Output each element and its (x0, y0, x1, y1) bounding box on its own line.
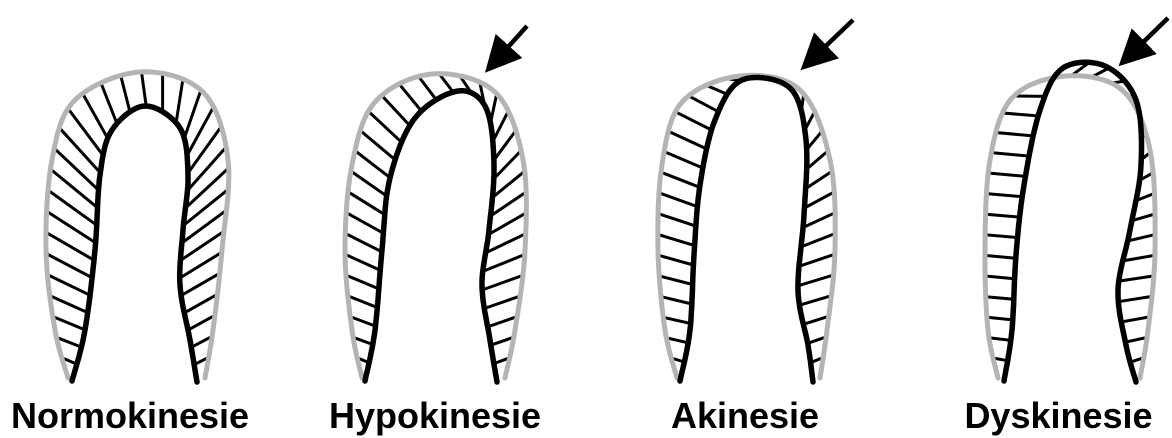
hatch-line (658, 214, 696, 227)
hatch-line (989, 338, 1011, 341)
systolic-outline (1004, 62, 1142, 382)
hatch-line (48, 190, 97, 225)
hatch-line (658, 234, 695, 245)
hatch-line (799, 254, 835, 266)
hatch-line (484, 296, 520, 309)
hatch-line (351, 171, 387, 196)
hatch-line (675, 112, 711, 130)
hatch-line (986, 214, 1020, 217)
hatch-line (803, 213, 835, 228)
hatch-line (50, 296, 88, 313)
hatch-line (489, 213, 527, 235)
hatch-line (985, 276, 1015, 279)
hatch-line (68, 109, 103, 156)
systolic-outline (365, 91, 497, 382)
hatch-line (801, 234, 835, 247)
hatch-line (51, 169, 98, 208)
hatch-line (348, 192, 385, 215)
hatch-line (346, 275, 379, 289)
hatch-line (360, 131, 395, 160)
hatch-line (806, 171, 832, 188)
hatch-line (183, 189, 228, 225)
panel-normokinesie (46, 72, 229, 382)
arrow-icon (807, 20, 853, 64)
hatch-line (991, 153, 1029, 157)
hatch-line (1123, 255, 1155, 261)
hatch-line (807, 151, 828, 169)
hatch-line (355, 151, 390, 178)
hatch-line (985, 255, 1016, 258)
arrow-icon (1125, 18, 1168, 60)
hatch-line (59, 128, 100, 173)
hatch-line (185, 168, 228, 208)
hatch-line (987, 317, 1013, 320)
hatch-line (1125, 337, 1147, 342)
hatch-line (1121, 317, 1149, 322)
hatch-line (985, 235, 1017, 238)
hatch-line (345, 254, 380, 270)
hatch-line (1002, 113, 1038, 116)
hatch-line (483, 255, 525, 272)
wall-hatching (658, 76, 835, 363)
hatch-line (399, 84, 421, 111)
hatch-line (668, 131, 706, 149)
hatch-line (987, 194, 1023, 197)
hatch-line (181, 273, 220, 295)
hatch-line (659, 276, 692, 285)
hatch-line (176, 79, 183, 123)
wall-hatching (46, 72, 229, 365)
hatch-line (706, 85, 727, 94)
hatch-line (101, 83, 117, 124)
label-dyskinesie: Dyskinesie (945, 394, 1172, 438)
hatch-line (689, 96, 719, 112)
hatch-line (188, 127, 221, 174)
hatch-line (803, 316, 828, 324)
hatch-line (346, 213, 383, 234)
hatch-line (350, 317, 375, 327)
hatch-line (482, 275, 523, 290)
hatch-line (184, 90, 201, 138)
label-normokinesie: Normokinesie (0, 394, 260, 438)
hatch-line (368, 111, 401, 142)
hatch-line (419, 76, 437, 99)
hatch-line (1119, 276, 1154, 281)
hatch-line (661, 172, 700, 187)
hatch-line (382, 95, 410, 125)
hatch-line (182, 210, 227, 243)
hatch-line (486, 234, 526, 253)
hatch-line (121, 76, 130, 112)
systolic-outline (72, 106, 197, 382)
hatch-line (345, 233, 382, 251)
hatch-line (804, 192, 834, 208)
hatch-line (800, 296, 832, 306)
hatch-line (1128, 235, 1155, 241)
hatch-line (488, 317, 517, 327)
hatch-line (187, 147, 226, 191)
label-akinesie: Akinesie (625, 394, 865, 438)
hatch-line (142, 72, 147, 106)
label-hypokinesie: Hypokinesie (300, 394, 570, 438)
hatch-line (661, 297, 692, 304)
hatch-line (663, 317, 690, 323)
wall-hatching (345, 74, 526, 364)
hatch-line (664, 152, 703, 168)
arrow-icon (491, 26, 527, 66)
hatch-line (988, 173, 1025, 176)
hatch-line (798, 275, 834, 286)
hatch-line (54, 148, 98, 190)
hatch-line (47, 275, 90, 296)
hatch-line (986, 297, 1014, 300)
hatch-line (184, 294, 217, 313)
panel-hypokinesie (345, 26, 527, 382)
panel-akinesie (658, 20, 853, 382)
hatch-line (348, 296, 378, 308)
hatch-line (658, 255, 693, 265)
panel-dyskinesie (985, 18, 1168, 382)
hatch-line (53, 317, 85, 330)
hatch-line (996, 133, 1033, 136)
hatch-line (1118, 296, 1152, 301)
hatch-line (659, 193, 697, 207)
hatch-line (46, 254, 92, 278)
